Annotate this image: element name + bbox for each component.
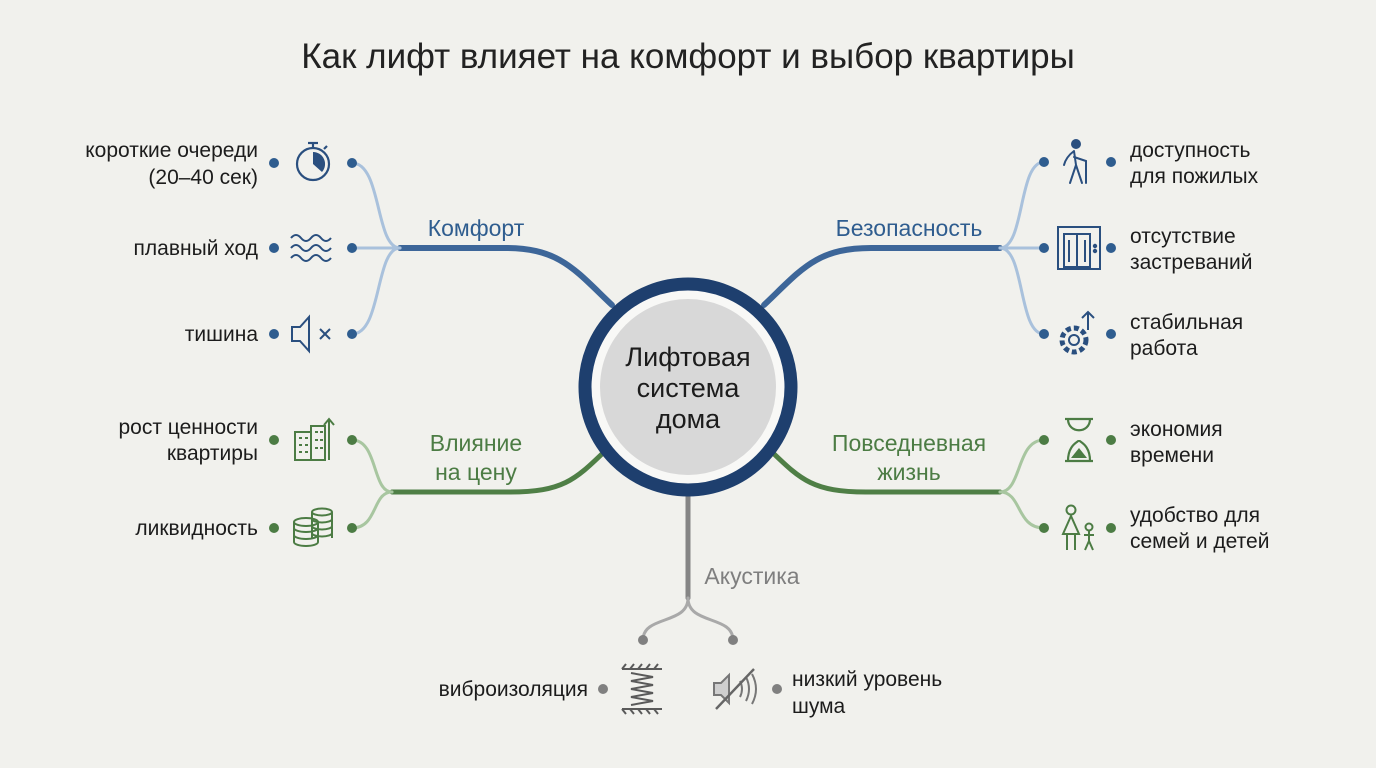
branch-label-daily-line-1: Повседневная: [832, 430, 986, 456]
safety-item-1-line-1: доступность: [1130, 139, 1251, 162]
branch-label-price-line-1: Влияние: [430, 430, 522, 456]
dot-safety-1-left: [1039, 157, 1049, 167]
dot-price-2-right: [347, 523, 357, 533]
price-item-2: ликвидность: [135, 517, 258, 540]
branch-label-daily-line-2: жизнь: [877, 459, 940, 485]
dot-comfort-1-right: [347, 158, 357, 168]
connector-safety-1: [998, 160, 1046, 250]
hourglass-icon: [1065, 417, 1093, 463]
stopwatch-icon: [295, 141, 331, 182]
connector-daily-1: [998, 438, 1046, 494]
acoustics-item-2-line-1: низкий уровень: [792, 668, 942, 691]
connector-comfort-main: [397, 245, 615, 308]
safety-item-1-line-2: для пожилых: [1130, 165, 1259, 188]
building-growth-icon: [294, 417, 335, 461]
branch-label-safety: Безопасность: [836, 215, 983, 241]
daily-item-2-line-2: семей и детей: [1130, 530, 1269, 553]
comfort-item-2: плавный ход: [134, 237, 258, 260]
speaker-mute-icon: [291, 314, 331, 354]
dots: [269, 157, 1116, 694]
comfort-item-1-line-1: короткие очереди: [85, 139, 258, 162]
dot-comfort-2-left: [269, 243, 279, 253]
center-disc: [600, 299, 776, 475]
noise-off-icon: [713, 668, 757, 710]
dot-daily-1-right: [1106, 435, 1116, 445]
dot-daily-2-right: [1106, 523, 1116, 533]
connector-daily-2: [998, 490, 1046, 530]
dot-acoustics-2-right: [772, 684, 782, 694]
daily-item-1-line-1: экономия: [1130, 418, 1223, 441]
dot-daily-1-left: [1039, 435, 1049, 445]
dot-price-1-right: [347, 435, 357, 445]
dot-safety-3-right: [1106, 329, 1116, 339]
comfort-item-3: тишина: [185, 323, 259, 346]
connector-daily-main: [769, 449, 1003, 495]
branch-label-acoustics: Акустика: [704, 563, 799, 589]
connector-acoustics-1: [641, 596, 690, 642]
dot-acoustics-1-left: [598, 684, 608, 694]
dot-comfort-1-left: [269, 158, 279, 168]
connectors: [350, 160, 1046, 642]
dot-safety-3-left: [1039, 329, 1049, 339]
connector-comfort-3: [350, 246, 402, 336]
branch-label-comfort: Комфорт: [428, 215, 525, 241]
safety-item-2-line-1: отсутствие: [1130, 225, 1236, 248]
dot-safety-2-right: [1106, 243, 1116, 253]
dot-daily-2-left: [1039, 523, 1049, 533]
elevator-doors-icon: [1057, 226, 1101, 270]
dot-acoustics-2-top: [728, 635, 738, 645]
dot-acoustics-1-top: [638, 635, 648, 645]
safety-item-3-line-1: стабильная: [1130, 311, 1243, 334]
center-node: Лифтовая система дома: [578, 277, 798, 497]
comfort-item-1-line-2: (20–40 сек): [148, 166, 258, 189]
connector-price-2: [350, 490, 394, 530]
connector-price-main: [389, 449, 607, 495]
center-label-line-2: система: [637, 373, 741, 403]
acoustics-item-1: виброизоляция: [439, 678, 588, 701]
elderly-person-icon: [1063, 139, 1087, 184]
dot-price-1-left: [269, 435, 279, 445]
family-icon: [1061, 504, 1094, 551]
price-item-1-line-2: квартиры: [167, 442, 258, 465]
daily-item-2-line-1: удобство для: [1130, 504, 1260, 527]
price-item-1-line-1: рост ценности: [118, 416, 258, 439]
connector-acoustics-2: [686, 596, 735, 642]
connector-safety-main: [761, 245, 1003, 308]
dot-comfort-3-left: [269, 329, 279, 339]
dot-safety-2-left: [1039, 243, 1049, 253]
connector-price-1: [350, 438, 394, 494]
connector-comfort-1: [350, 161, 402, 250]
dot-comfort-3-right: [347, 329, 357, 339]
dot-comfort-2-right: [347, 243, 357, 253]
safety-item-3-line-2: работа: [1130, 337, 1198, 360]
gear-arrow-icon: [1059, 310, 1095, 355]
acoustics-item-2-line-2: шума: [792, 695, 846, 718]
diagram-title: Как лифт влияет на комфорт и выбор кварт…: [301, 37, 1075, 76]
waves-icon: [290, 234, 332, 262]
center-label-line-3: дома: [656, 404, 721, 434]
daily-item-1-line-2: времени: [1130, 444, 1214, 467]
connector-safety-3: [998, 246, 1046, 336]
branch-label-price-line-2: на цену: [435, 459, 517, 485]
dot-price-2-left: [269, 523, 279, 533]
center-label-line-1: Лифтовая: [625, 342, 750, 372]
dot-safety-1-right: [1106, 157, 1116, 167]
safety-item-2-line-2: застреваний: [1130, 251, 1252, 274]
spring-icon: [621, 663, 662, 715]
coins-icon: [293, 507, 333, 547]
